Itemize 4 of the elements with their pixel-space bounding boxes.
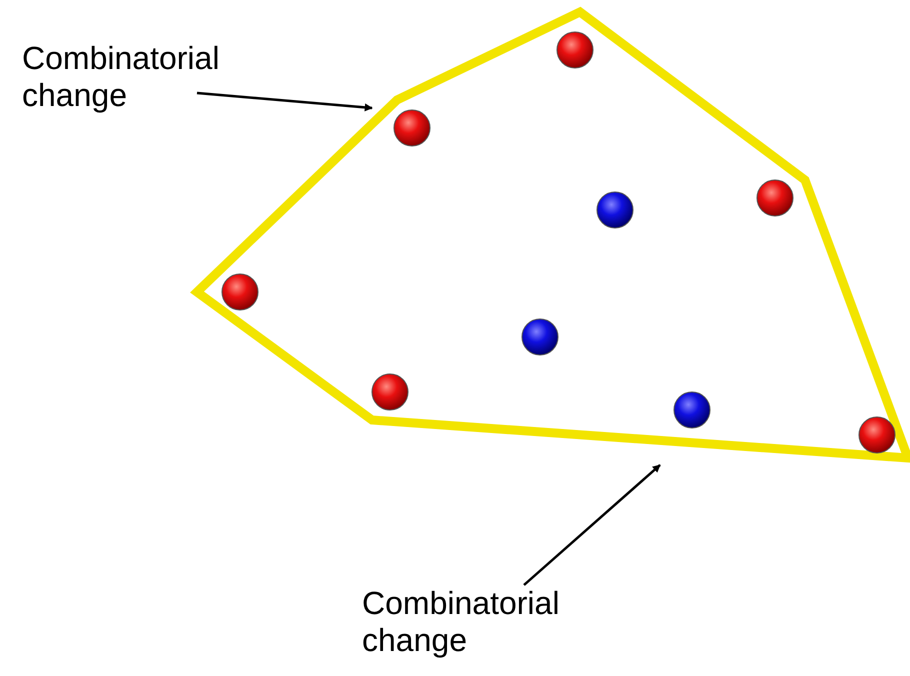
annotation-label: Combinatorial change bbox=[362, 585, 612, 659]
annotation-label: Combinatorial change bbox=[22, 40, 272, 114]
leader-arrow bbox=[523, 464, 661, 586]
leader-arrow bbox=[196, 92, 373, 112]
